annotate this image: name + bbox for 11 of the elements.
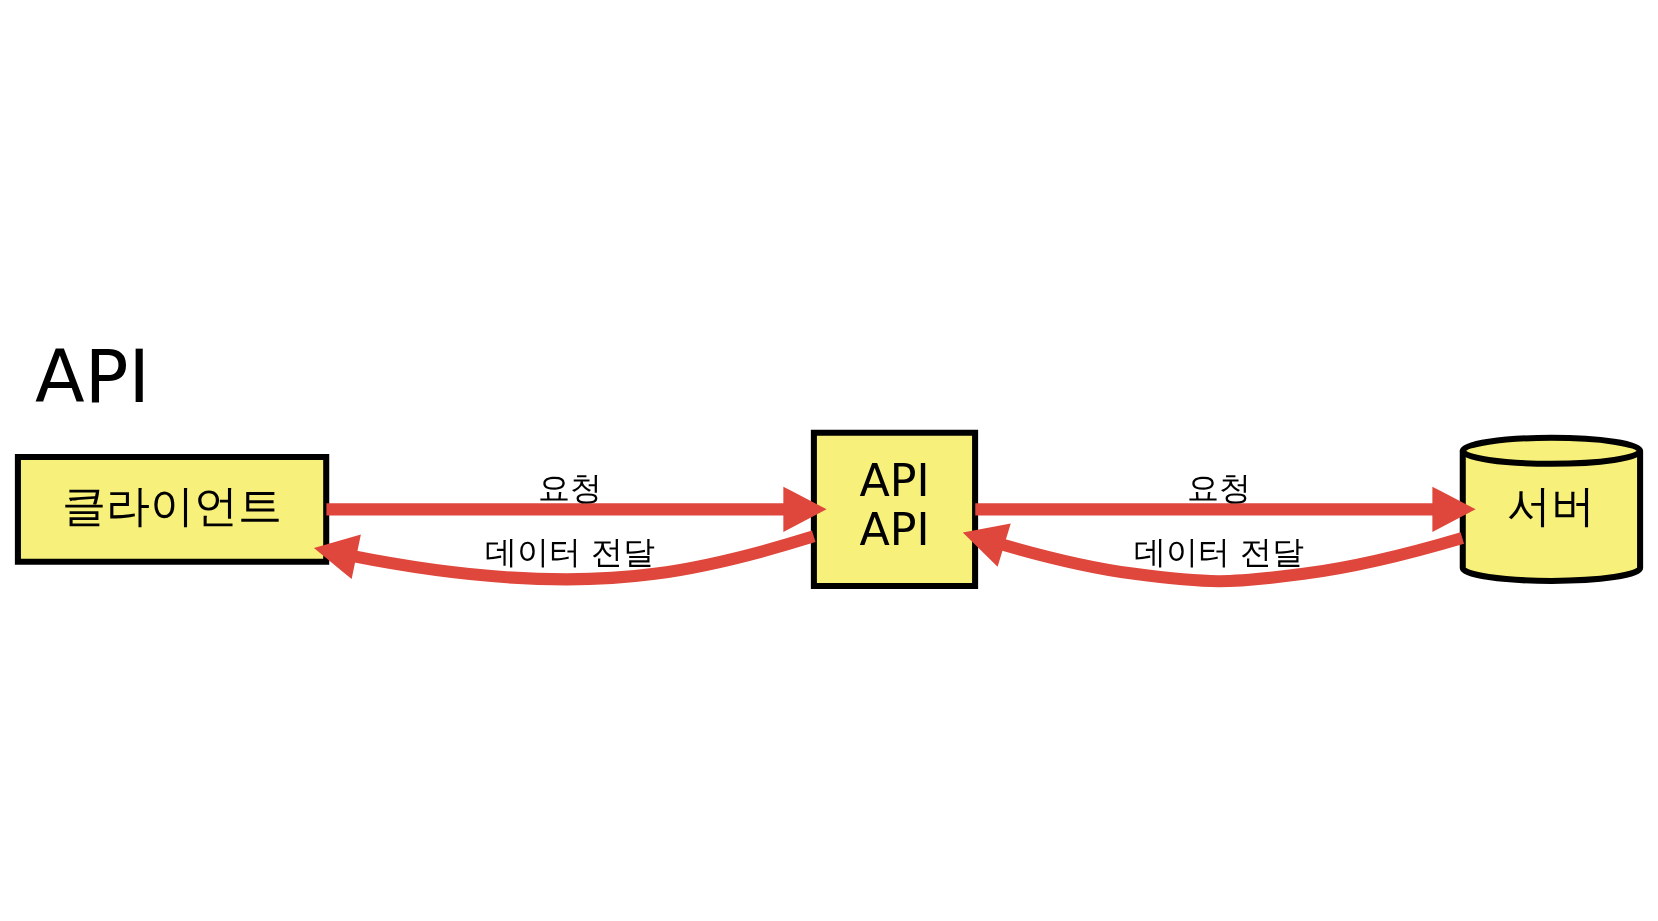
edge-label: 데이터 전달 xyxy=(484,532,656,571)
node-box: API API xyxy=(810,429,979,589)
arrow xyxy=(962,522,1464,587)
edge-label: 데이터 전달 xyxy=(1133,532,1305,571)
edge-label: 요청 xyxy=(1186,468,1251,507)
diagram-title: API xyxy=(35,334,150,419)
arrow xyxy=(313,530,816,585)
arrow xyxy=(326,486,827,532)
arrow xyxy=(975,486,1476,532)
edge-label: 요청 xyxy=(538,468,603,507)
node-box: 클라이언트 xyxy=(14,453,330,565)
